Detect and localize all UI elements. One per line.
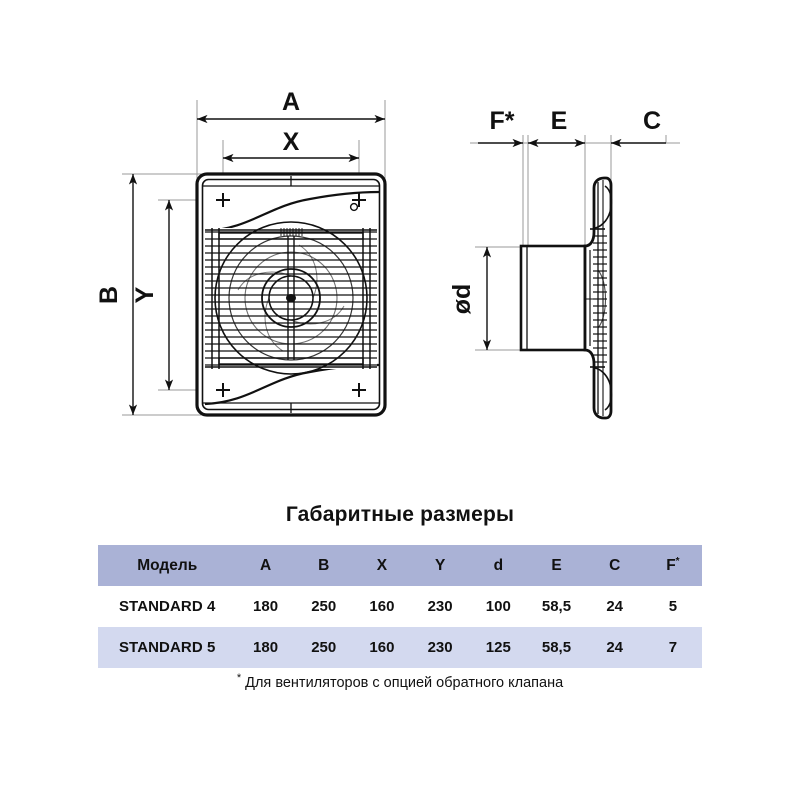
side-bezel-curves bbox=[590, 185, 613, 411]
col-header-b: B bbox=[294, 545, 353, 586]
table-footnote: * Для вентиляторов с опцией обратного кл… bbox=[0, 672, 800, 691]
cell-a: 180 bbox=[236, 586, 295, 627]
side-louver-ticks bbox=[585, 235, 607, 363]
col-header-model: Модель bbox=[98, 545, 237, 586]
cell-b: 250 bbox=[294, 627, 353, 668]
duct-spigot bbox=[519, 244, 587, 352]
dimensioned-drawing: A X B Y bbox=[95, 88, 680, 420]
col-header-c: C bbox=[585, 545, 644, 586]
side-face-plate bbox=[583, 176, 613, 420]
section-title: Габаритные размеры bbox=[285, 503, 515, 526]
dim-label-d: ød bbox=[448, 284, 476, 315]
dim-label-Y: Y bbox=[131, 286, 159, 303]
cell-x: 160 bbox=[352, 627, 412, 668]
front-panel-face-details bbox=[204, 190, 380, 406]
col-header-d: d bbox=[469, 545, 528, 586]
dim-label-X: X bbox=[283, 128, 300, 156]
col-header-e: E bbox=[527, 545, 586, 586]
dimensions-table: Модель A B X Y d E C F* STANDARD 4 180 2… bbox=[98, 545, 702, 668]
cell-a: 180 bbox=[236, 627, 295, 668]
footnote-text: Для вентиляторов с опцией обратного клап… bbox=[241, 674, 564, 691]
cell-model: STANDARD 5 bbox=[98, 627, 237, 668]
cell-b: 250 bbox=[294, 586, 353, 627]
indicator-led bbox=[349, 202, 359, 212]
dim-label-B: B bbox=[95, 286, 123, 304]
dim-label-C: C bbox=[643, 107, 661, 135]
col-header-f-star: * bbox=[675, 555, 680, 567]
cell-model: STANDARD 4 bbox=[98, 586, 237, 627]
col-header-x: X bbox=[352, 545, 412, 586]
swoosh-top bbox=[204, 190, 380, 233]
mounting-hole-marks bbox=[216, 193, 366, 397]
cell-y: 230 bbox=[411, 586, 470, 627]
cell-e: 58,5 bbox=[527, 586, 586, 627]
cell-f: 5 bbox=[643, 586, 702, 627]
cell-e: 58,5 bbox=[527, 627, 586, 668]
impeller-rings bbox=[214, 221, 368, 375]
cell-d: 125 bbox=[469, 627, 528, 668]
table-header-row: Модель A B X Y d E C F* bbox=[98, 545, 702, 586]
col-header-y: Y bbox=[411, 545, 470, 586]
table-row: STANDARD 5 180 250 160 230 125 58,5 24 7 bbox=[98, 627, 702, 668]
front-view-group: A X B Y bbox=[95, 88, 387, 417]
cell-c: 24 bbox=[585, 586, 644, 627]
table-row: STANDARD 4 180 250 160 230 100 58,5 24 5 bbox=[98, 586, 702, 627]
cell-x: 160 bbox=[352, 586, 412, 627]
dim-label-F: F* bbox=[490, 107, 515, 135]
dimensions-table-wrap: Модель A B X Y d E C F* STANDARD 4 180 2… bbox=[98, 545, 702, 668]
footnote-marker: * bbox=[236, 672, 242, 684]
col-header-f-text: F bbox=[666, 557, 676, 575]
col-header-f: F* bbox=[643, 545, 702, 586]
dim-label-A: A bbox=[282, 88, 300, 116]
cell-c: 24 bbox=[585, 627, 644, 668]
col-header-a: A bbox=[236, 545, 295, 586]
dim-label-E: E bbox=[551, 107, 568, 135]
cell-y: 230 bbox=[411, 627, 470, 668]
cell-d: 100 bbox=[469, 586, 528, 627]
side-view-group: F* E C ød bbox=[448, 107, 680, 420]
cell-f: 7 bbox=[643, 627, 702, 668]
